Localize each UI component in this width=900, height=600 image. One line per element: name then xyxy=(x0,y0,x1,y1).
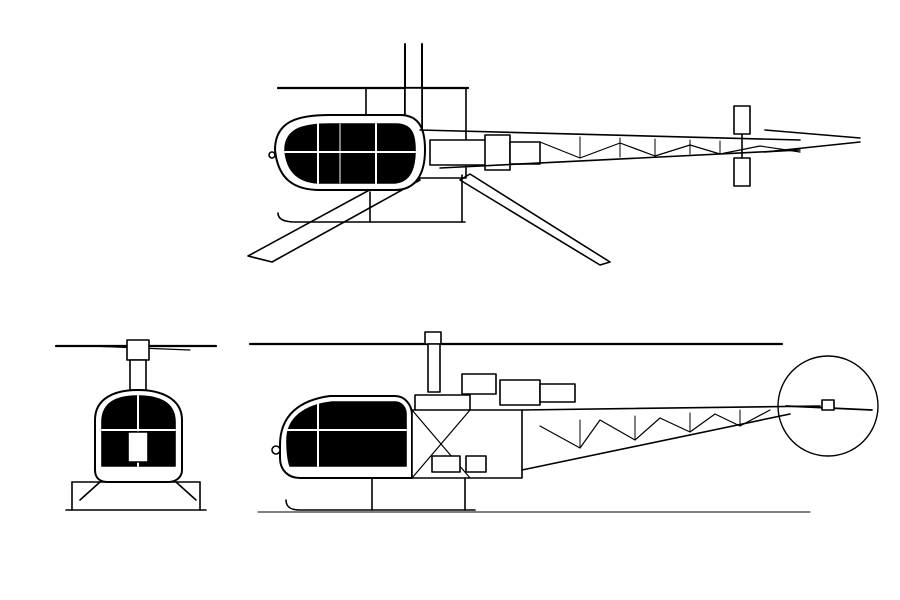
front-view xyxy=(54,339,218,511)
top-main-rotor-blades xyxy=(247,43,611,266)
side-landing-skids xyxy=(257,477,811,513)
side-view xyxy=(248,331,879,513)
top-tail-rotor xyxy=(733,105,861,187)
top-landing-skids xyxy=(277,174,466,223)
side-tail-rotor xyxy=(777,355,879,457)
front-main-rotor xyxy=(54,339,218,391)
front-cabin xyxy=(94,389,183,483)
side-cabin xyxy=(271,395,413,479)
top-tail-boom xyxy=(419,129,801,169)
top-cabin xyxy=(268,114,426,191)
side-main-rotor xyxy=(248,331,784,393)
front-landing-skids xyxy=(65,481,207,511)
top-engine xyxy=(429,134,541,171)
side-tail-boom xyxy=(521,405,821,471)
top-view xyxy=(247,43,861,266)
side-fuselage-frame xyxy=(411,409,523,479)
